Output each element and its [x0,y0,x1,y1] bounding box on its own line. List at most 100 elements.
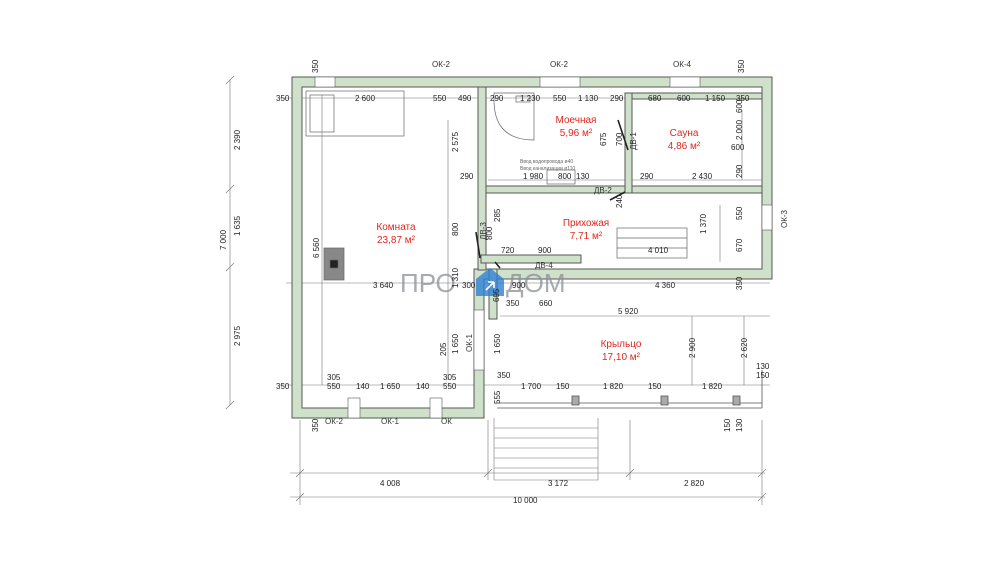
dimension-label: 350 [311,59,320,73]
room-kryltso-name: Крыльцо [601,339,642,350]
room-kryltso-area: 17,10 м² [602,352,641,363]
dimension-label: 550 [553,94,567,103]
dimension-label: 490 [458,94,472,103]
dimension-label: 550 [735,206,744,220]
door-dv2 [609,191,626,201]
stairs [493,418,599,481]
dimension-label: 290 [640,172,654,181]
dimension-label: 1 980 [523,172,544,181]
dimension-label: 600 [731,143,745,152]
dimension-label: 130 [756,362,770,371]
watermark-right: ДОМ [506,268,566,298]
dimension-label: 2 000 [735,119,744,140]
room-sauna-name: Сауна [670,128,699,139]
dimension-label: 800 [485,226,494,240]
shower-head [515,95,531,103]
dims-bottom: 305 305 350 550 140 1 650 140 550 350 55… [276,362,770,505]
dimension-label: 350 [276,382,290,391]
room-komnata-area: 23,87 м² [377,235,416,246]
dimension-label: 350 [311,418,320,432]
dimension-label: 2 430 [692,172,713,181]
dimension-label: 150 [648,382,662,391]
dims-top: 350 2 600 550 490 290 1 230 550 1 130 29… [276,59,750,103]
dims-left: 2 390 1 635 7 000 2 975 [219,129,242,346]
dimension-label: 1 130 [578,94,599,103]
dimension-label: 2 575 [451,131,460,152]
dimension-label: 290 [460,172,474,181]
dimension-label: 1 635 [233,215,242,236]
dims-inner: 2 575 675 700 2 000 600 600 290 1 980 80… [312,99,749,358]
room-komnata-name: Комната [376,222,416,233]
dimension-label: 5 920 [618,307,639,316]
sink [546,169,576,185]
dimension-label: 4 008 [380,479,401,488]
label-dv3: ДВ-3 [479,222,488,240]
dimension-label: 1 700 [521,382,542,391]
dimension-label: 305 [443,373,457,382]
dimension-label: 130 [576,172,590,181]
dimension-label: 350 [497,371,511,380]
dimension-label: 1 820 [702,382,723,391]
dimension-label: 7 000 [219,229,228,250]
dimension-label: 1 650 [493,333,502,354]
room-prihozhaya-name: Прихожая [563,218,609,229]
dimension-label: 150 [723,418,732,432]
dimension-label: 130 [735,418,744,432]
label-dv4: ДВ-4 [535,261,553,270]
pipe-note-sewer: Ввод канализации ø110 [520,166,575,172]
bed-pillow [309,94,335,133]
dimension-label: 150 [556,382,570,391]
dimension-label: 2 900 [688,337,697,358]
furniture [305,90,688,281]
dimension-label: 350 [736,94,750,103]
dimension-lines [225,75,770,505]
dimension-label: 800 [558,172,572,181]
dimension-label: 350 [737,59,746,73]
dimension-label: 3 640 [373,281,394,290]
porch [497,370,763,409]
dimension-label: 2 600 [355,94,376,103]
bed [305,90,405,137]
room-moechnaya-name: Моечная [556,115,597,126]
dimension-label: 140 [356,382,370,391]
dimension-label: 10 000 [513,496,538,505]
dimension-label: 2 390 [233,129,242,150]
dimension-label: 1 820 [603,382,624,391]
dimension-label: 4 360 [655,281,676,290]
house-walls [291,76,773,419]
dimension-label: 2 620 [740,337,749,358]
doors [475,119,629,269]
dimension-label: 290 [490,94,504,103]
dimension-label: 1 150 [705,94,726,103]
dimension-label: 600 [677,94,691,103]
dimension-label: 555 [493,390,502,404]
dimension-label: 680 [648,94,662,103]
pipe-note-water: Ввод водопровода ø40 [520,159,573,165]
label-ok2-bottom: ОК-2 [325,417,344,426]
dimension-label: 675 [599,132,608,146]
dimension-label: 800 [451,222,460,236]
dimension-label: 350 [735,276,744,290]
bench [616,227,688,259]
door-dv4 [494,261,501,269]
dimension-label: 300 [462,281,476,290]
dimension-label: 900 [538,246,552,255]
room-sauna-area: 4,86 м² [668,141,701,152]
watermark-logo: ПРО ДОМ [400,268,566,298]
dimension-label: 695 [492,288,501,302]
dimension-label: 1 310 [451,267,460,288]
dimension-label: 2 975 [233,325,242,346]
dimension-label: 305 [327,373,341,382]
stove-door [329,259,339,269]
shower-tray [493,92,535,141]
label-ok1-side: ОК-1 [465,333,474,352]
dimension-label: 205 [439,342,448,356]
door-dv3 [475,231,481,259]
room-prihozhaya-area: 7,71 м² [570,231,603,242]
label-ok4-top: ОК-4 [673,60,692,69]
room-moechnaya-area: 5,96 м² [560,128,593,139]
label-dv1: ДВ-1 [629,132,638,150]
dimension-label: 350 [276,94,290,103]
dimension-label: 140 [416,382,430,391]
